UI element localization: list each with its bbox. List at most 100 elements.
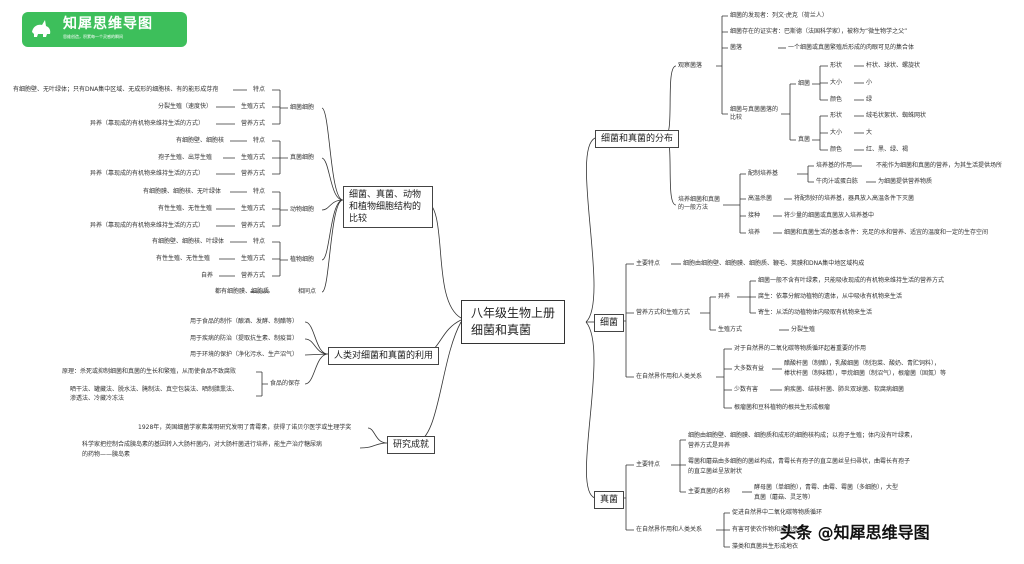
root-node[interactable]: 八年级生物上册 细菌和真菌: [461, 300, 566, 344]
node-use-environment[interactable]: 用于环境的保护（净化污水、生产沼气）: [190, 351, 299, 358]
node-food-storage[interactable]: 食品的保存: [270, 380, 301, 387]
node-fungi-structure-1[interactable]: 细胞由细胞壁、细胞膜、细胞质和成形的细胞核构成；以孢子生殖；体内没有叶绿素，: [688, 432, 917, 439]
node-mold-1[interactable]: 霉菌和蘑菇由多细胞的菌丝构成，青霉长有孢子的直立菌丝呈扫帚状，曲霉长有孢子: [688, 458, 911, 465]
node-beneficial-v2[interactable]: 棒状杆菌（制味精），甲烷细菌（制沼气），根瘤菌（固氮）等: [784, 370, 947, 377]
branch-fungi[interactable]: 真菌: [594, 491, 625, 509]
node-g1-k0[interactable]: 特点: [253, 137, 266, 144]
node-fungi-size-v[interactable]: 大: [866, 129, 873, 136]
node-bacteria-role[interactable]: 在自然界作用和人类关系: [636, 373, 703, 380]
node-proof[interactable]: 细菌存在的证实者：巴斯德（法国科学家），被称为“微生物学之父”: [730, 28, 908, 35]
branch-bacteria[interactable]: 细菌: [594, 314, 625, 332]
node-group-0[interactable]: 细菌细胞: [290, 104, 315, 111]
node-common-v[interactable]: 都有细胞膜、细胞质: [215, 288, 270, 295]
node-beneficial-v1[interactable]: 醋酸杆菌（制醋），乳酸细菌（制泡菜、酸奶、青贮饲料），: [784, 360, 941, 367]
node-g2-v1[interactable]: 有性生殖、无性生殖: [158, 205, 213, 212]
node-common-k[interactable]: 相同点: [298, 288, 317, 295]
node-bacteria-color-v[interactable]: 绿: [866, 96, 873, 103]
node-storage-methods-2[interactable]: 渗透法、冷藏冷冻法: [70, 395, 125, 402]
node-inoculate-k[interactable]: 接种: [748, 212, 761, 219]
node-g2-v2[interactable]: 异养（靠现成的有机物来维持生活的方式）: [90, 222, 205, 229]
node-fungi-names-v1[interactable]: 酵母菌（单细胞），青霉、曲霉、霉菌（多细胞），大型: [754, 484, 899, 491]
node-discoverer[interactable]: 细菌的发现者：列文·虎克（荷兰人）: [730, 12, 828, 19]
node-use-food[interactable]: 用于食品的制作（酿酒、发酵、制醋等）: [190, 318, 299, 325]
node-fungi-colony[interactable]: 真菌: [798, 136, 811, 143]
node-heterotroph[interactable]: 异养: [718, 293, 731, 300]
node-g1-v1[interactable]: 孢子生殖、出芽生殖: [158, 154, 213, 161]
node-mold-2[interactable]: 的直立菌丝呈放射状: [688, 468, 743, 475]
node-bacteria-size-k[interactable]: 大小: [830, 79, 843, 86]
node-storage-methods-1[interactable]: 晒干法、罐藏法、脱水法、腌制法、真空包装法、晒制腊熏法、: [70, 386, 239, 393]
node-fungi-names-k[interactable]: 主要真菌的名称: [688, 488, 731, 495]
node-bacteria-color-k[interactable]: 颜色: [830, 96, 843, 103]
node-insulin-1[interactable]: 科学家把控制合成胰岛素的基因转入大肠杆菌内，对大肠杆菌进行培养，能生产治疗糖尿病: [82, 441, 323, 448]
node-bacteria-shape-k[interactable]: 形状: [830, 62, 843, 69]
node-g1-v0[interactable]: 有细胞壁、细胞核: [176, 137, 225, 144]
node-bacteria-shape-v[interactable]: 杆状、球状、螺旋状: [866, 62, 921, 69]
node-g0-k0[interactable]: 特点: [253, 86, 266, 93]
node-reproduction-k[interactable]: 生殖方式: [718, 326, 743, 333]
node-incubate-k[interactable]: 培养: [748, 229, 761, 236]
node-g2-k1[interactable]: 生殖方式: [241, 205, 266, 212]
node-fungi-role-cycle[interactable]: 促进自然界中二氧化碳等物质循环: [732, 509, 823, 516]
node-reproduction-v[interactable]: 分裂生殖: [791, 326, 816, 333]
node-observe-colony[interactable]: 观察菌落: [678, 62, 703, 69]
node-g3-k0[interactable]: 特点: [253, 238, 266, 245]
node-fungi-role[interactable]: 在自然界作用和人类关系: [636, 526, 703, 533]
branch-distribution[interactable]: 细菌和真菌的分布: [595, 130, 680, 148]
node-fungi-shape-v[interactable]: 绒毛状絮状、蜘蛛网状: [866, 112, 927, 119]
node-g3-v2[interactable]: 自养: [201, 272, 214, 279]
node-use-disease[interactable]: 用于疾病的防治（提取抗生素、制疫苗）: [190, 335, 299, 342]
node-group-2[interactable]: 动物细胞: [290, 206, 315, 213]
node-medium-role-v[interactable]: 不能作为细菌和真菌的营养，为其生活提供场所: [876, 162, 1003, 169]
node-heterotroph-text[interactable]: 细菌一般不含有叶绿素，只能吸收现成的有机物来维持生活的营养方式: [758, 277, 945, 284]
node-g2-v0[interactable]: 有细胞膜、细胞核、无叶绿体: [143, 188, 222, 195]
node-nodule[interactable]: 根瘤菌和豆科植物的根共生形成根瘤: [734, 404, 831, 411]
node-fungi-structure-2[interactable]: 营养方式是异养: [688, 442, 731, 449]
node-g1-v2[interactable]: 异养（靠现成的有机物来维持生活的方式）: [90, 170, 205, 177]
node-colony-compare[interactable]: 细菌与真菌菌落的比较: [730, 106, 779, 121]
node-fungi-shape-k[interactable]: 形状: [830, 112, 843, 119]
node-bacteria-role-cycle[interactable]: 对于自然界的二氧化碳等物质循环起着重要的作用: [734, 345, 867, 352]
node-culture-method[interactable]: 培养细菌和真菌的一般方法: [678, 196, 721, 211]
node-fungi-color-v[interactable]: 红、黑、绿、褐: [866, 146, 909, 153]
node-inoculate-v[interactable]: 将少量的细菌或真菌放入培养基中: [784, 212, 875, 219]
node-harmful-k[interactable]: 少数有害: [734, 386, 759, 393]
branch-human-use[interactable]: 人类对细菌和真菌的利用: [328, 347, 440, 365]
node-fungi-features[interactable]: 主要特点: [636, 461, 661, 468]
node-bacteria-features-text[interactable]: 细胞由细胞壁、细胞膜、细胞质、鞭毛、荚膜和DNA集中地区域构成: [683, 260, 865, 267]
node-g0-v0[interactable]: 有细胞壁、无叶绿体；只有DNA集中区域、无成形的细胞核、有的能形成芽孢: [13, 86, 219, 93]
node-fungi-names-v2[interactable]: 真菌（蘑菇、灵芝等）: [754, 494, 815, 501]
node-g1-k2[interactable]: 营养方式: [241, 170, 266, 177]
branch-research[interactable]: 研究成就: [387, 436, 436, 454]
node-g2-k0[interactable]: 特点: [253, 188, 266, 195]
node-sterilize-v[interactable]: 将配制好的培养基，器具放入高温条件下灭菌: [794, 195, 915, 202]
node-saprophyte[interactable]: 腐生：依靠分解动植物的遗体，从中吸收有机物来生活: [758, 293, 903, 300]
node-prepare-medium[interactable]: 配制培养基: [748, 170, 779, 177]
node-g2-k2[interactable]: 营养方式: [241, 222, 266, 229]
node-group-3[interactable]: 植物细胞: [290, 256, 315, 263]
node-harmful-v[interactable]: 痢疾菌、结核杆菌、肺炎双球菌、软腐病细菌: [784, 386, 905, 393]
node-g0-v2[interactable]: 异养（靠现成的有机物来维持生活的方式）: [90, 120, 205, 127]
node-penicillin[interactable]: 1928年，英国细菌学家弗莱明研究发明了青霉素，获得了诺贝尔医学或生理学奖: [138, 424, 352, 431]
node-g3-v0[interactable]: 有细胞壁、细胞核、叶绿体: [152, 238, 225, 245]
node-medium-role-k[interactable]: 培养基的作用: [816, 162, 853, 169]
node-g0-k2[interactable]: 营养方式: [241, 120, 266, 127]
node-fungi-size-k[interactable]: 大小: [830, 129, 843, 136]
node-beneficial-k[interactable]: 大多数有益: [734, 365, 765, 372]
node-group-1[interactable]: 真菌细胞: [290, 154, 315, 161]
node-incubate-v[interactable]: 细菌和真菌生活的基本条件：充足的水和营养、适宜的温度和一定的生存空间: [784, 229, 989, 236]
node-storage-principle[interactable]: 原理：杀死或抑制细菌和真菌的生长和繁殖，从而使食品不致腐败: [62, 368, 237, 375]
node-g1-k1[interactable]: 生殖方式: [241, 154, 266, 161]
node-colony-text[interactable]: 一个细菌或真菌繁殖后形成的肉眼可见的集合体: [788, 44, 915, 51]
node-g3-v1[interactable]: 有性生殖、无性生殖: [156, 255, 211, 262]
node-beef-broth-v[interactable]: 为细菌提供营养物质: [878, 178, 933, 185]
node-g3-k1[interactable]: 生殖方式: [241, 255, 266, 262]
node-bacteria-colony[interactable]: 细菌: [798, 80, 811, 87]
node-sterilize-k[interactable]: 高温杀菌: [748, 195, 773, 202]
node-fungi-color-k[interactable]: 颜色: [830, 146, 843, 153]
node-bacteria-nutrition[interactable]: 营养方式和生殖方式: [636, 309, 691, 316]
node-parasite[interactable]: 寄生：从活的动植物体内吸取有机物来生活: [758, 309, 873, 316]
branch-cell-comparison[interactable]: 细菌、真菌、动物和植物细胞结构的比较: [343, 186, 433, 228]
node-insulin-2[interactable]: 的药物——胰岛素: [82, 451, 131, 458]
node-g3-k2[interactable]: 营养方式: [241, 272, 266, 279]
